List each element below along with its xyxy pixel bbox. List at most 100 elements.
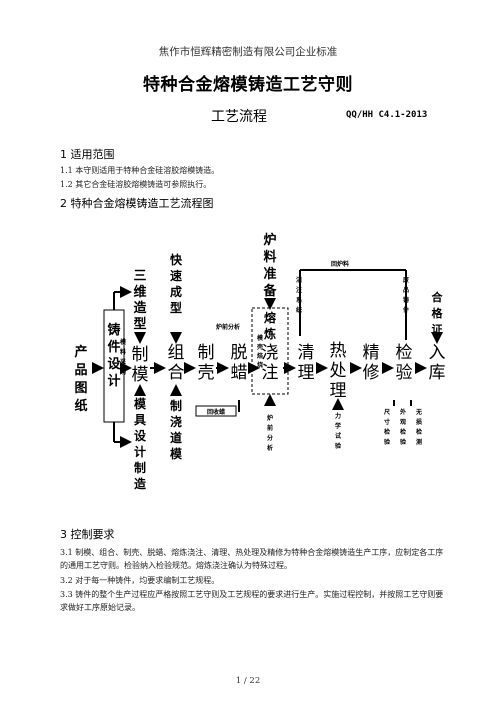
flow-ndt: 测 bbox=[416, 438, 422, 446]
flow-mold-preheat: 壳 bbox=[256, 343, 263, 351]
flow-product-drawing: 品 bbox=[74, 363, 87, 378]
flow-gating-mold: 模 bbox=[170, 446, 183, 461]
flow-step-4: 注 bbox=[262, 363, 279, 383]
flow-step-2: 制 bbox=[198, 343, 215, 363]
flow-step-4: 浇 bbox=[262, 343, 279, 363]
flow-product-drawing: 纸 bbox=[74, 398, 87, 414]
section-3-item: 3.2 对于每一种铸件，均要求编制工艺规程。 bbox=[60, 576, 220, 585]
section-3-item: 3.3 铸件的整个生产过程应严格按照工艺守则及工艺规程的要求进行生产。实施过程控… bbox=[60, 590, 444, 612]
flow-3d-model: 造 bbox=[133, 300, 147, 316]
flow-step-3: 蜡 bbox=[231, 363, 248, 383]
flow-melting: 炼 bbox=[264, 326, 276, 341]
flow-mold-preheat: 焙 bbox=[256, 352, 263, 360]
section-3-item: 3.1 制模、组合、制壳、脱蜡、熔炼浇注、清理、热处理及精修为特种合金熔模铸造生… bbox=[60, 548, 444, 570]
flow-step-6: 处 bbox=[330, 361, 347, 381]
flow-3d-model: 型 bbox=[133, 316, 146, 332]
flow-mold-design: 计 bbox=[134, 444, 146, 459]
flow-mold-design: 造 bbox=[134, 476, 147, 491]
flow-size-check: 验 bbox=[384, 438, 390, 446]
flow-gating-system: 浇 bbox=[296, 276, 302, 284]
flow-step-8: 检 bbox=[396, 343, 413, 363]
flow-rapid-prototype: 快 bbox=[170, 252, 183, 267]
flow-mech-test: 验 bbox=[335, 442, 341, 450]
flow-gating-mold: 道 bbox=[170, 430, 182, 445]
flow-furnace-analysis: 前 bbox=[267, 424, 273, 432]
flow-melting: 熔 bbox=[264, 310, 277, 325]
flow-certificate: 合 bbox=[432, 290, 444, 304]
flow-charge-prep: 炉 bbox=[263, 232, 276, 248]
flow-step-7: 修 bbox=[363, 363, 380, 383]
flow-casting-design: 计 bbox=[107, 373, 120, 389]
document-subtitle: 工艺流程 bbox=[211, 109, 267, 125]
flow-size-check: 尺 bbox=[384, 408, 390, 416]
flow-mold-design: 具 bbox=[134, 413, 146, 427]
flow-mould-purchase: 料 bbox=[120, 348, 126, 356]
page-number: 1 / 22 bbox=[235, 676, 261, 686]
flow-mold-preheat: 烧 bbox=[257, 361, 263, 369]
flow-step-9: 入 bbox=[429, 343, 446, 363]
flow-step-1: 合 bbox=[168, 363, 185, 383]
flow-step-7: 精 bbox=[363, 343, 380, 363]
flow-scrap-casting: 品 bbox=[403, 286, 409, 294]
flow-gating-mold: 浇 bbox=[170, 414, 182, 429]
flow-mech-test: 试 bbox=[335, 432, 341, 440]
flow-3d-model: 三 bbox=[133, 269, 146, 284]
flow-casting-design: 铸 bbox=[107, 322, 120, 338]
flow-charge-prep: 备 bbox=[262, 283, 277, 299]
flow-product-drawing: 产 bbox=[74, 344, 87, 360]
flow-gating-system: 统 bbox=[296, 306, 302, 314]
section-3-heading: 3 控制要求 bbox=[60, 528, 115, 541]
flow-certificate: 证 bbox=[432, 323, 443, 336]
flow-step-6: 热 bbox=[330, 341, 347, 361]
flow-rapid-prototype: 型 bbox=[170, 300, 182, 315]
flow-step-6: 理 bbox=[330, 381, 347, 401]
flow-furnace-analysis: 析 bbox=[267, 444, 273, 452]
flow-mould-purchase: 购 bbox=[120, 368, 126, 376]
flow-step-5: 清 bbox=[298, 343, 315, 363]
flow-appearance-check: 检 bbox=[400, 428, 406, 436]
flow-3d-model: 维 bbox=[133, 284, 146, 300]
flow-ndt: 无 bbox=[415, 409, 422, 416]
flow-size-check: 寸 bbox=[384, 418, 390, 426]
flow-rapid-prototype: 速 bbox=[170, 268, 182, 283]
flow-appearance-check: 验 bbox=[400, 438, 406, 446]
flow-size-check: 检 bbox=[384, 428, 390, 436]
flow-scrap-casting: 件 bbox=[403, 306, 409, 314]
flow-recovery-box bbox=[195, 405, 237, 417]
flow-appearance-check: 外 bbox=[399, 408, 406, 416]
flow-gating-system: 注 bbox=[296, 286, 302, 294]
flow-step-9: 库 bbox=[429, 363, 446, 383]
flow-mould-purchase: 采 bbox=[120, 358, 126, 366]
flow-return-charge: 回炉料 bbox=[331, 260, 349, 268]
flow-gating-system: 系 bbox=[296, 296, 302, 304]
section-1-item: 1.1 本守则适用于特种合金硅溶胶熔模铸造。 bbox=[60, 166, 220, 175]
flow-step-2: 壳 bbox=[198, 363, 215, 383]
flow-step-1: 组 bbox=[168, 343, 185, 363]
flow-mold-preheat: 模 bbox=[257, 334, 264, 342]
flow-scrap-casting: 废 bbox=[403, 276, 409, 284]
flow-furnace-analysis: 分 bbox=[267, 434, 273, 442]
flow-gating-mold: 制 bbox=[170, 398, 182, 413]
flow-step-0: 制 bbox=[132, 345, 149, 365]
flow-step-3: 脱 bbox=[231, 343, 248, 363]
flow-pre-analysis-label: 炉前分析 bbox=[216, 323, 240, 331]
standard-code: QQ/HH C4.1-2013 bbox=[346, 110, 428, 120]
flow-mech-test: 学 bbox=[335, 422, 341, 430]
section-2-heading: 2 特种合金熔模铸造工艺流程图 bbox=[60, 197, 214, 210]
flow-furnace-analysis: 炉 bbox=[267, 414, 273, 422]
flow-step-0: 模 bbox=[132, 365, 149, 385]
flow-product-drawing: 图 bbox=[74, 381, 87, 396]
flow-certificate: 格 bbox=[432, 306, 444, 320]
flow-scrap-casting: 铸 bbox=[403, 296, 409, 304]
company-name: 焦作市恒辉精密制造有限公司企业标准 bbox=[158, 46, 338, 58]
flow-mold-design: 设 bbox=[134, 428, 147, 443]
flow-charge-prep: 准 bbox=[263, 266, 276, 282]
section-1-heading: 1 适用范围 bbox=[60, 148, 115, 161]
flow-charge-prep: 料 bbox=[263, 249, 276, 265]
flow-casting-design: 件 bbox=[107, 339, 120, 355]
flow-casting-design: 设 bbox=[107, 357, 121, 372]
document-title: 特种合金熔模铸造工艺守则 bbox=[143, 75, 353, 95]
flow-ndt: 检 bbox=[416, 428, 422, 436]
flow-ndt: 损 bbox=[416, 418, 422, 426]
